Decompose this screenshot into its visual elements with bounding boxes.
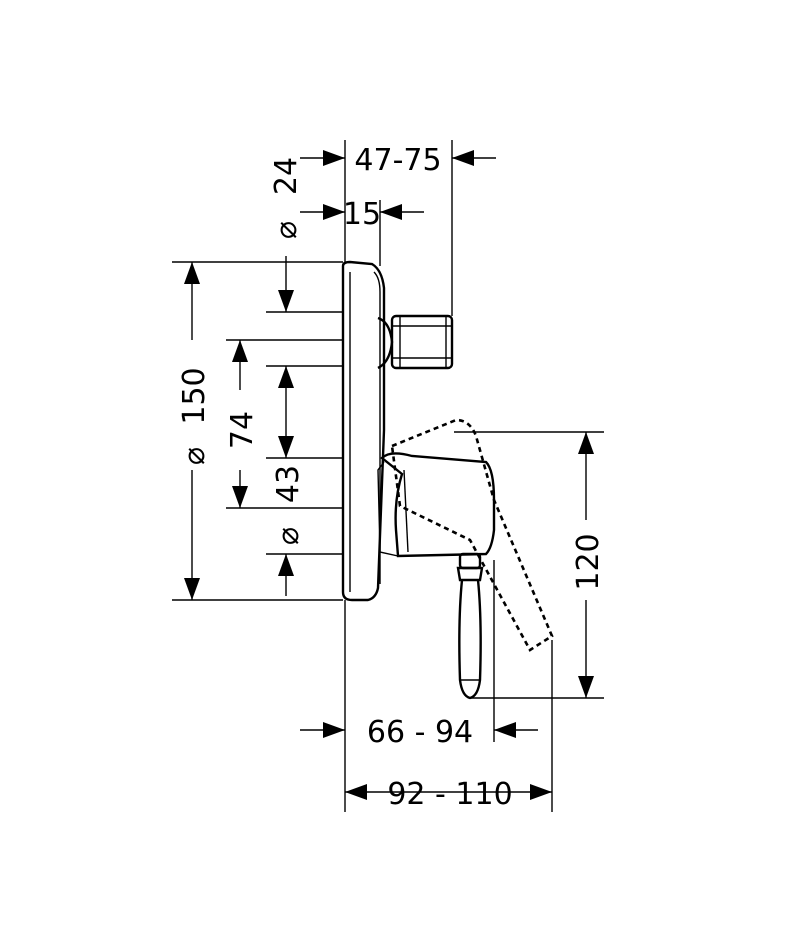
dim-120: 120	[571, 533, 606, 590]
lever-handle	[456, 552, 484, 700]
dim-15: 15	[343, 197, 381, 232]
dim-150: 150	[177, 367, 212, 424]
dim-66-94: 66 - 94	[367, 715, 473, 750]
dim-24: 24	[269, 157, 304, 195]
dim-47-75: 47-75	[354, 143, 441, 178]
dim-150-diameter-symbol: ⌀	[177, 447, 212, 465]
dim-92-110: 92 - 110	[387, 777, 512, 812]
wall-plate-inner	[349, 271, 381, 592]
dim-bottom-diameter-symbol: ⌀	[271, 527, 306, 545]
dim-74: 74	[225, 411, 260, 449]
wall-plate	[341, 260, 386, 602]
lever-alt-position	[390, 418, 554, 652]
dimension-lines	[172, 140, 604, 812]
mixer-outline	[341, 260, 554, 700]
diverter-knob	[377, 314, 454, 370]
dim-43: 43	[271, 465, 306, 503]
lever-body	[377, 452, 496, 558]
dim-24-diameter-symbol: ⌀	[269, 221, 304, 239]
